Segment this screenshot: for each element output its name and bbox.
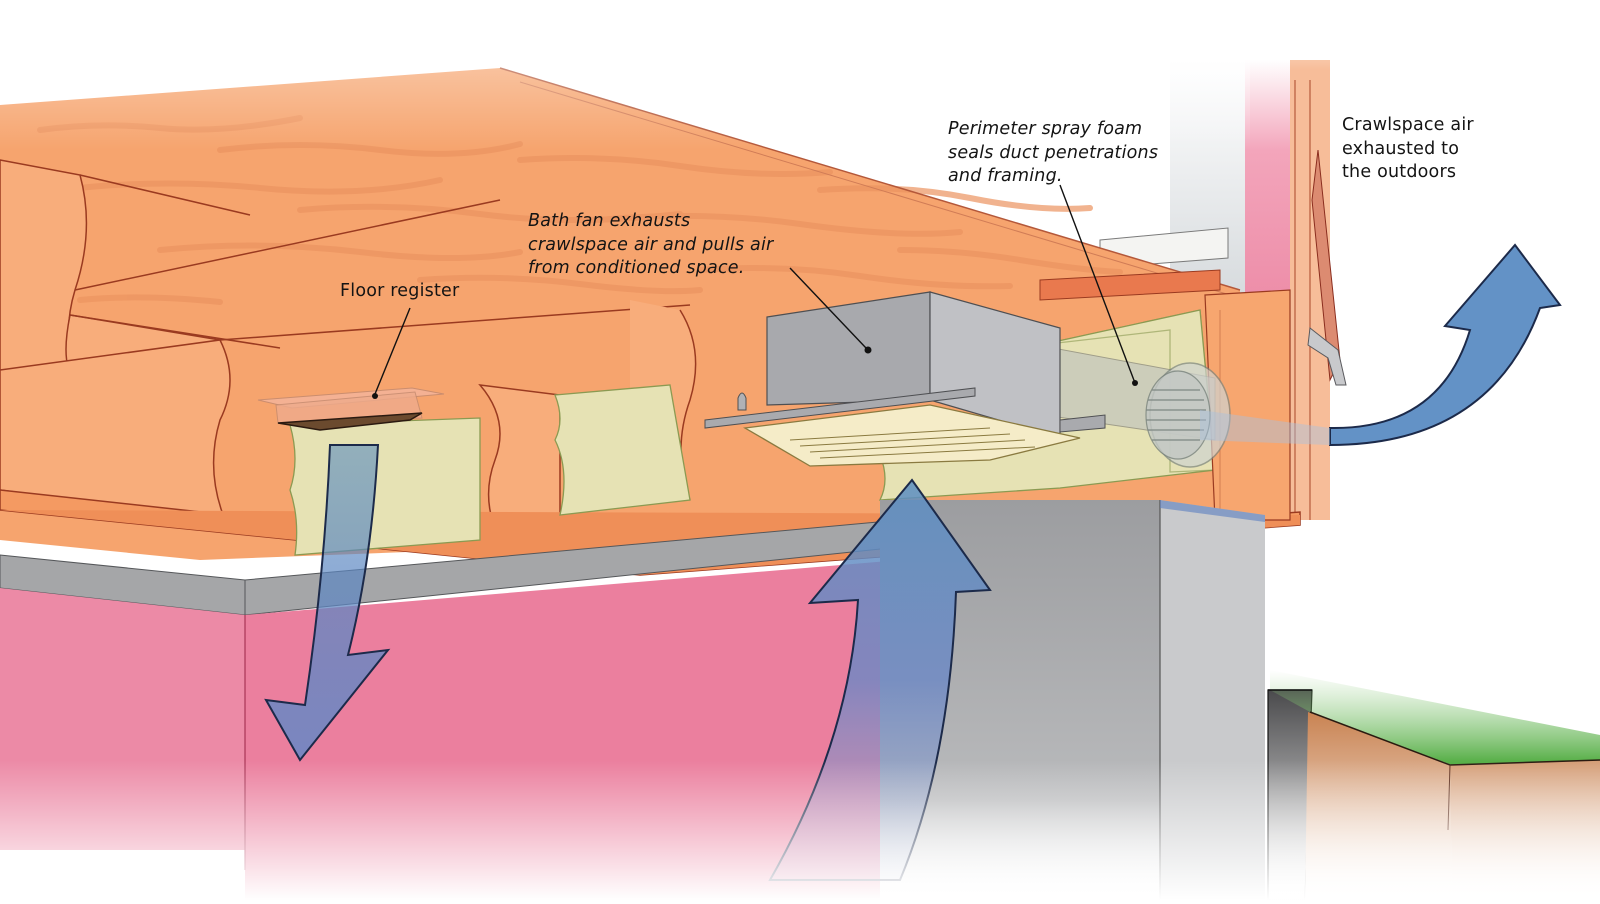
leader-lines <box>374 184 1136 395</box>
callout-bath-fan: Bath fan exhausts crawlspace air and pul… <box>528 210 773 281</box>
leader-floor-register <box>374 307 411 395</box>
callout-spray-foam-line-1: Perimeter spray foam <box>948 119 1143 139</box>
bath-fan-grille <box>743 404 1081 467</box>
airflow-arrow-down <box>264 444 391 762</box>
callout-spray-foam-line-2: seals duct penetrations <box>948 142 1159 163</box>
airflow-arrow-exhaust <box>1200 243 1562 447</box>
callout-bath-fan-line-1: Bath fan exhausts <box>528 211 691 231</box>
callout-bath-fan-line-3: from conditioned space. <box>528 258 745 278</box>
callout-floor-register-line: Floor register <box>340 281 460 301</box>
callout-floor-register: Floor register <box>340 280 459 304</box>
callout-spray-foam: Perimeter spray foam seals duct penetrat… <box>948 118 1158 189</box>
floor-register <box>257 387 445 431</box>
callout-bath-fan-line-2: crawlspace air and pulls air <box>528 234 774 255</box>
callout-exhaust-outdoors-line-1: Crawlspace air <box>1342 115 1474 135</box>
callout-exhaust-outdoors-line-3: the outdoors <box>1342 162 1457 182</box>
leader-bath-fan <box>789 267 867 349</box>
callout-spray-foam-line-3: and framing. <box>948 166 1063 186</box>
bottom-fade <box>0 760 1600 900</box>
rim-joist <box>1039 269 1291 521</box>
louvered-wall-vent <box>1145 362 1231 468</box>
callout-exhaust-outdoors-line-2: exhausted to <box>1342 138 1460 159</box>
bath-fan-housing <box>704 291 1106 439</box>
leader-spray-foam <box>1059 184 1136 384</box>
callout-exhaust-outdoors: Crawlspace air exhausted to the outdoors <box>1342 114 1474 185</box>
